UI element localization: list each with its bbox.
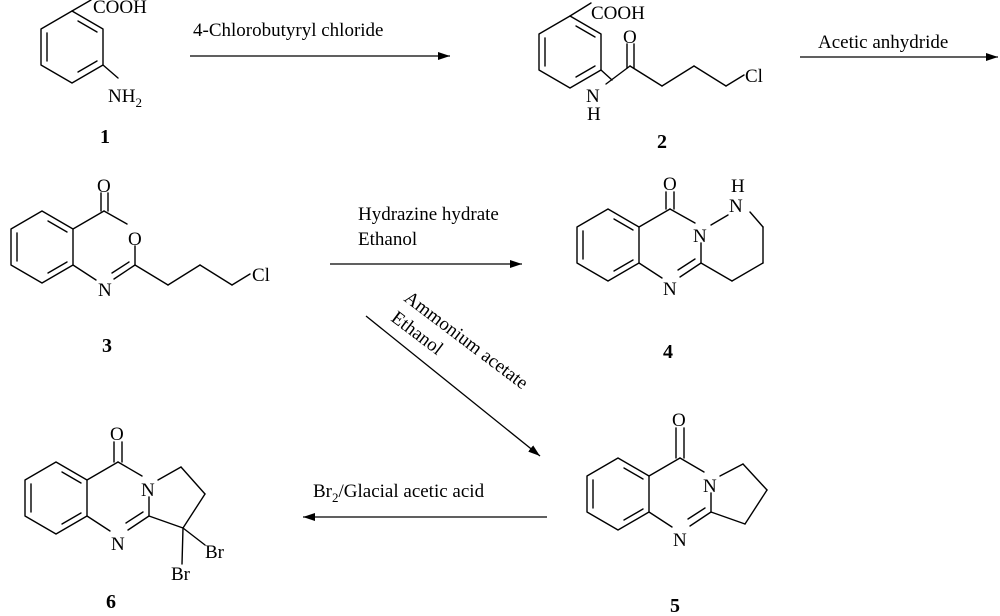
compound-4-carbonyl-o: O [663, 174, 677, 195]
compound-3-label: 3 [102, 335, 112, 357]
compound-4-bottom-n: N [663, 279, 677, 300]
compound-4-label: 4 [663, 341, 673, 363]
compound-2-structure [538, 2, 745, 89]
compound-4-nh-h: H [731, 176, 745, 197]
reagent-4-chlorobutyryl-chloride: 4-Chlorobutyryl chloride [193, 20, 384, 41]
compound-2-cooh: COOH [591, 3, 645, 24]
step-5: Br2/Glacial acetic acid [303, 481, 547, 521]
compound-6-structure [24, 441, 206, 565]
compound-5-structure [586, 427, 768, 531]
reaction-arrow-4 [365, 315, 541, 457]
compound-3-carbonyl-o: O [97, 176, 111, 197]
compound-2: COOH O N H Cl 2 [538, 2, 763, 153]
compound-1-cooh: COOH [93, 0, 147, 18]
reagent-bromine-acetic-acid: Br2/Glacial acetic acid [313, 481, 485, 505]
compound-4-ring-n: N [693, 226, 707, 247]
compound-6-bromine-2: Br [171, 564, 191, 585]
compound-4-structure [576, 191, 764, 282]
compound-3-structure [10, 192, 251, 286]
step-4: Ammonium acetate Ethanol [365, 287, 541, 457]
compound-1: COOH NH2 1 [40, 0, 147, 148]
compound-1-structure [40, 0, 119, 84]
step-2: Acetic anhydride [800, 32, 998, 61]
compound-6-ring-n: N [141, 480, 155, 501]
step-3: Hydrazine hydrate Ethanol [330, 204, 522, 268]
compound-3-ring-o: O [128, 229, 142, 250]
compound-5-bottom-n: N [673, 530, 687, 551]
compound-6-label: 6 [106, 591, 116, 613]
reagent-acetic-anhydride: Acetic anhydride [818, 32, 948, 53]
compound-5-label: 5 [670, 595, 680, 616]
compound-2-label: 2 [657, 131, 667, 153]
compound-4: O H N N N 4 [576, 174, 764, 363]
compound-3: O O N Cl 3 [10, 176, 270, 357]
compound-1-label: 1 [100, 126, 110, 148]
compound-6: O N N Br Br 6 [24, 424, 225, 613]
compound-2-amide-h: H [587, 104, 601, 125]
compound-3-ring-n: N [98, 280, 112, 301]
step-1: 4-Chlorobutyryl chloride [190, 20, 450, 60]
reagent-ethanol-1: Ethanol [358, 229, 417, 250]
compound-5-carbonyl-o: O [672, 410, 686, 431]
compound-5-ring-n: N [703, 476, 717, 497]
compound-6-carbonyl-o: O [110, 424, 124, 445]
compound-4-nh-n: N [729, 196, 743, 217]
compound-5: O N N 5 [586, 410, 768, 616]
compound-6-bottom-n: N [111, 534, 125, 555]
compound-2-amide-n: N [586, 86, 600, 107]
reagent-hydrazine-hydrate: Hydrazine hydrate [358, 204, 499, 225]
compound-6-bromine-1: Br [205, 542, 225, 563]
compound-1-nh2: NH2 [108, 86, 142, 110]
compound-3-cl: Cl [252, 265, 270, 286]
compound-2-cl: Cl [745, 66, 763, 87]
compound-2-carbonyl-o: O [623, 27, 637, 48]
